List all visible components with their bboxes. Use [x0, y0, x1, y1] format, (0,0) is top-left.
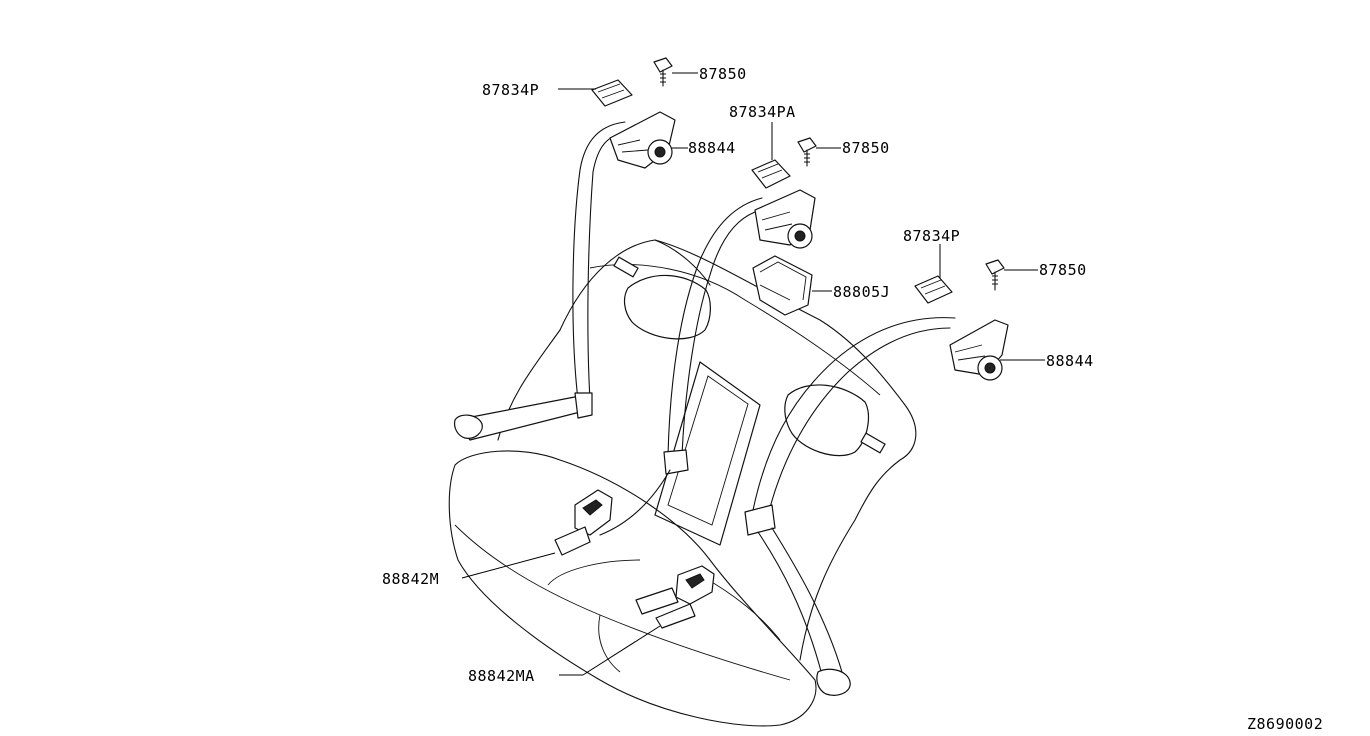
- callout-87850-right: 87850: [1039, 261, 1087, 279]
- diagram-code: Z8690002: [1247, 715, 1323, 733]
- seat-back: [497, 239, 917, 661]
- bezel-88805j: [752, 255, 813, 316]
- callout-87834p-right: 87834P: [903, 227, 960, 245]
- left-seat-belt: [453, 121, 626, 441]
- cover-87834pa: [751, 159, 791, 189]
- callout-87850-center: 87850: [842, 139, 890, 157]
- callout-88844-left: 88844: [688, 139, 736, 157]
- retractor-center: [754, 189, 816, 249]
- retractor-left: [609, 111, 676, 169]
- cover-87834p-left: [591, 79, 633, 107]
- callout-88844-right: 88844: [1046, 352, 1094, 370]
- callout-87834p-left: 87834P: [482, 81, 539, 99]
- right-seat-belt: [744, 317, 956, 696]
- center-seat-belt: [599, 197, 763, 536]
- bolt-87850-left: [653, 57, 673, 87]
- callout-87834pa: 87834PA: [729, 103, 796, 121]
- bolt-87850-right: [985, 259, 1005, 291]
- callout-87850-left: 87850: [699, 65, 747, 83]
- retractor-right: [949, 319, 1009, 381]
- leader-lines: [461, 72, 1045, 676]
- callout-88842m: 88842M: [382, 570, 439, 588]
- bolt-87850-center: [797, 137, 817, 167]
- cover-87834p-right: [914, 275, 953, 304]
- buckle-88842m: [554, 489, 613, 556]
- buckle-88842ma: [635, 565, 715, 629]
- callout-88842ma: 88842MA: [468, 667, 535, 685]
- callout-88805j: 88805J: [833, 283, 890, 301]
